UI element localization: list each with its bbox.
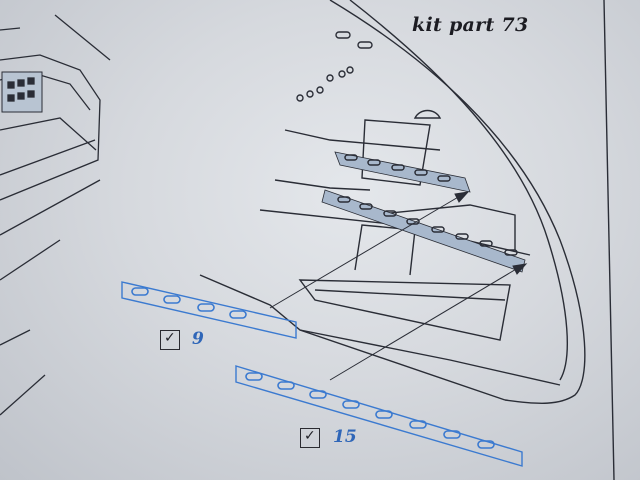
part-15-number: 15 [333, 427, 357, 447]
page-border-line [603, 0, 615, 480]
part-9-checkbox[interactable]: ✓ [160, 330, 180, 350]
part-9-strip [121, 281, 297, 339]
checkmark-icon: ✓ [164, 330, 176, 346]
part-15-checkbox[interactable]: ✓ [300, 428, 320, 448]
part-15-strip [235, 365, 523, 467]
fuselage-vent-strips [321, 151, 526, 273]
leader-lines [269, 191, 528, 381]
checkmark-icon: ✓ [304, 428, 316, 444]
part-9-number: 9 [192, 329, 204, 349]
kit-part-label: kit part 73 [412, 14, 529, 36]
left-fuselage-drawing [0, 14, 111, 416]
